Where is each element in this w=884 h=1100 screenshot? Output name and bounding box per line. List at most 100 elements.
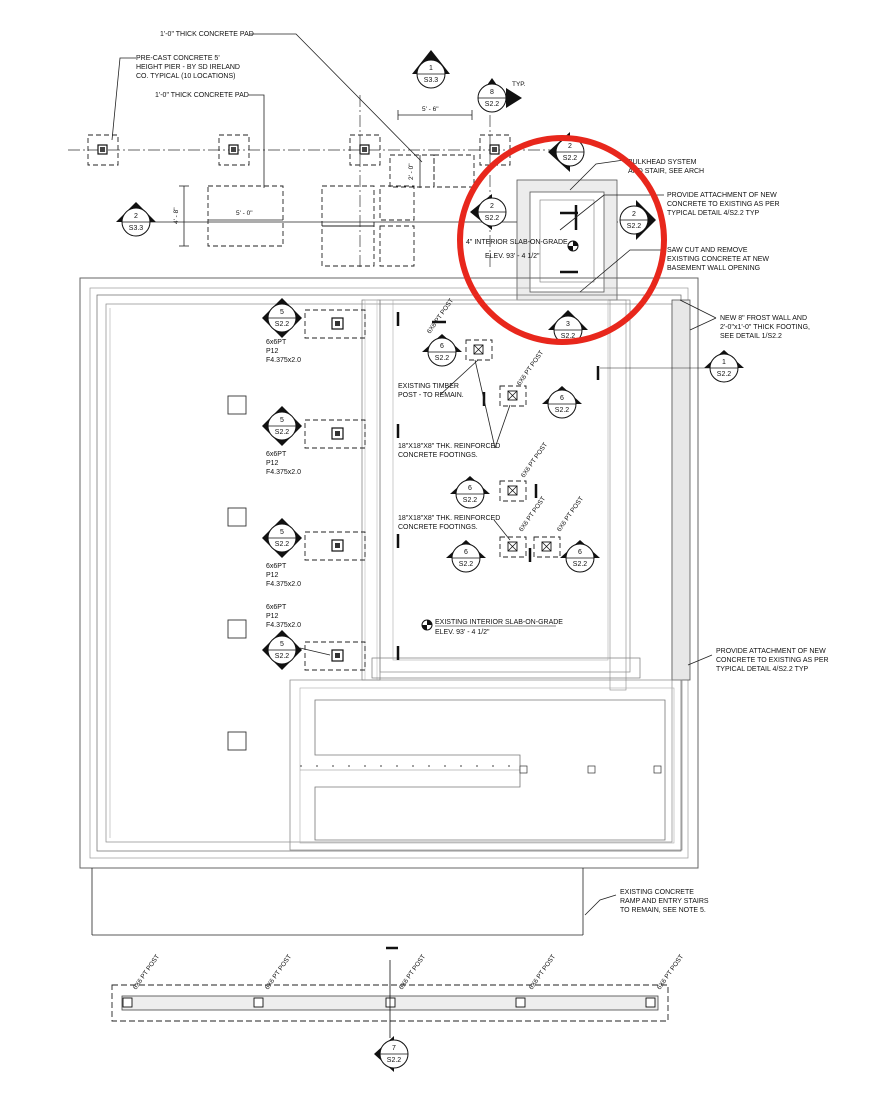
post-footings <box>432 320 600 562</box>
note-pier-line2: HEIGHT PIER - BY SD IRELAND <box>136 64 240 71</box>
pier-label-d-line2: P12 <box>266 613 279 620</box>
concrete-pads <box>207 154 475 267</box>
dimension-lines: 5' - 6" 2' - 0" 5' - 0" 4' - 8" <box>173 106 473 247</box>
marker-number: 5 <box>280 417 284 424</box>
post-label-8: 6X6 PT POST <box>398 953 427 991</box>
pier-label-c-line2: P12 <box>266 572 279 579</box>
note-ramp-line2: RAMP AND ENTRY STAIRS <box>620 898 709 905</box>
section-marker-5-a[interactable]: 5 S2.2 <box>262 298 302 338</box>
section-marker-2-s3-3-left[interactable]: 2 S3.3 <box>116 202 156 237</box>
ramp-footing-strip <box>91 868 669 1038</box>
marker-sheet: S2.2 <box>275 429 290 436</box>
section-marker-2-s2-2-mid[interactable]: 2 S2.2 <box>470 194 507 230</box>
note-pier-line1: PRE-CAST CONCRETE 5' <box>136 55 220 62</box>
note-pier-line3: CO. TYPICAL (10 LOCATIONS) <box>136 73 235 80</box>
highlight-circle <box>457 135 667 345</box>
pier-label-c-line1: 6x6PT <box>266 563 287 570</box>
marker-number: 6 <box>440 343 444 350</box>
note-footing-a-line1: 18"X18"X8" THK. REINFORCED <box>398 443 500 450</box>
section-marker-5-c[interactable]: 5 S2.2 <box>262 518 302 558</box>
marker-number: 6 <box>468 485 472 492</box>
marker-number: 3 <box>566 321 570 328</box>
marker-number: 7 <box>392 1045 396 1052</box>
section-marker-6-b[interactable]: 6 S2.2 <box>542 386 582 419</box>
marker-number: 6 <box>464 549 468 556</box>
note-footing-b-line2: CONCRETE FOOTINGS. <box>398 524 478 531</box>
dimension-5-6: 5' - 6" <box>422 106 439 113</box>
note-attach-line1: PROVIDE ATTACHMENT OF NEW <box>667 192 777 199</box>
marker-number: 2 <box>490 203 494 210</box>
section-marker-2-s2-2-top[interactable]: 2 S2.2 <box>548 132 585 172</box>
note-sawcut-line2: EXISTING CONCRETE AT NEW <box>667 256 769 263</box>
note-sawcut-line3: BASEMENT WALL OPENING <box>667 265 760 272</box>
typ-note: TYP. <box>512 81 526 88</box>
marker-sheet: S2.2 <box>485 215 500 222</box>
note-new-slab-line1: 4" INTERIOR SLAB-ON-GRADE <box>466 239 568 246</box>
marker-sheet: S2.2 <box>435 355 450 362</box>
section-marker-7-s2-2[interactable]: 7 S2.2 <box>374 1036 409 1072</box>
note-attach-b-line3: TYPICAL DETAIL 4/S2.2 TYP <box>716 666 809 673</box>
section-marker-6-c[interactable]: 6 S2.2 <box>450 476 490 509</box>
note-existing-slab-line2: ELEV. 93' - 4 1/2" <box>435 629 490 636</box>
section-marker-8-s2-2[interactable]: 8 S2.2 TYP. <box>477 78 526 113</box>
note-attach-line2: CONCRETE TO EXISTING AS PER <box>667 201 780 208</box>
note-timber-line2: POST - TO REMAIN. <box>398 392 464 399</box>
bulkhead-stair <box>516 179 618 301</box>
note-ramp-line3: TO REMAIN, SEE NOTE 5. <box>620 907 706 914</box>
note-attach-b-line1: PROVIDE ATTACHMENT OF NEW <box>716 648 826 655</box>
marker-sheet: S2.2 <box>387 1057 402 1064</box>
slab-elevation-marker-existing <box>421 619 433 631</box>
marker-sheet: S2.2 <box>463 497 478 504</box>
marker-number: 2 <box>134 213 138 220</box>
wall-pier-footings <box>304 309 400 671</box>
pier-label-a-line1: 6x6PT <box>266 339 287 346</box>
section-marker-6-d[interactable]: 6 S2.2 <box>446 540 486 573</box>
marker-sheet: S2.2 <box>555 407 570 414</box>
section-marker-1-s2-2-right[interactable]: 1 S2.2 <box>600 350 744 383</box>
pier-label-b-line1: 6x6PT <box>266 451 287 458</box>
section-marker-6-e[interactable]: 6 S2.2 <box>560 540 600 573</box>
note-existing-slab-line1: EXISTING INTERIOR SLAB-ON-GRADE <box>435 619 563 626</box>
section-marker-2-s2-2-right[interactable]: 2 S2.2 <box>619 200 656 240</box>
pier-label-b-line3: F4.375x2.0 <box>266 469 301 476</box>
pier-label-a-line2: P12 <box>266 348 279 355</box>
pier-label-d-line1: 6x6PT <box>266 604 287 611</box>
pier-label-c-line3: F4.375x2.0 <box>266 581 301 588</box>
section-marker-1-s3-3[interactable]: 1 S3.3 <box>412 50 450 89</box>
section-marker-6-a[interactable]: 6 S2.2 <box>422 334 462 367</box>
post-label-7: 6X6 PT POST <box>264 953 293 991</box>
section-marker-5-d[interactable]: 5 S2.2 <box>262 630 302 670</box>
section-marker-3-s2-2[interactable]: 3 S2.2 <box>548 310 588 345</box>
marker-sheet: S2.2 <box>573 561 588 568</box>
note-frost-line1: NEW 8" FROST WALL AND <box>720 315 807 322</box>
section-marker-5-b[interactable]: 5 S2.2 <box>262 406 302 446</box>
marker-sheet: S2.2 <box>627 223 642 230</box>
marker-sheet: S2.2 <box>485 101 500 108</box>
note-ramp-line1: EXISTING CONCRETE <box>620 889 694 896</box>
marker-number: 5 <box>280 641 284 648</box>
marker-number: 2 <box>568 143 572 150</box>
note-attach-line3: TYPICAL DETAIL 4/S2.2 TYP <box>667 210 760 217</box>
marker-sheet: S3.3 <box>129 225 144 232</box>
marker-sheet: S2.2 <box>563 155 578 162</box>
post-label-9: 6X6 PT POST <box>528 953 557 991</box>
note-concrete-pad-top: 1'-0" THICK CONCRETE PAD <box>160 31 254 38</box>
marker-sheet: S2.2 <box>561 333 576 340</box>
marker-number: 6 <box>578 549 582 556</box>
post-label-6: 6X6 PT POST <box>132 953 161 991</box>
dimension-5-0: 5' - 0" <box>236 210 253 217</box>
note-sawcut-line1: SAW CUT AND REMOVE <box>667 247 748 254</box>
marker-number: 8 <box>490 89 494 96</box>
marker-number: 6 <box>560 395 564 402</box>
square-columns <box>227 395 662 774</box>
slab-elevation-marker-new <box>567 240 579 252</box>
note-bulkhead-line1: BULKHEAD SYSTEM <box>628 159 697 166</box>
foundation-walls <box>79 277 699 869</box>
marker-number: 2 <box>632 211 636 218</box>
note-footing-a-line2: CONCRETE FOOTINGS. <box>398 452 478 459</box>
marker-sheet: S2.2 <box>459 561 474 568</box>
marker-number: 5 <box>280 529 284 536</box>
dimension-2-0: 2' - 0" <box>408 163 415 180</box>
note-timber-line1: EXISTING TIMBER <box>398 383 459 390</box>
note-attach-b-line2: CONCRETE TO EXISTING AS PER <box>716 657 829 664</box>
